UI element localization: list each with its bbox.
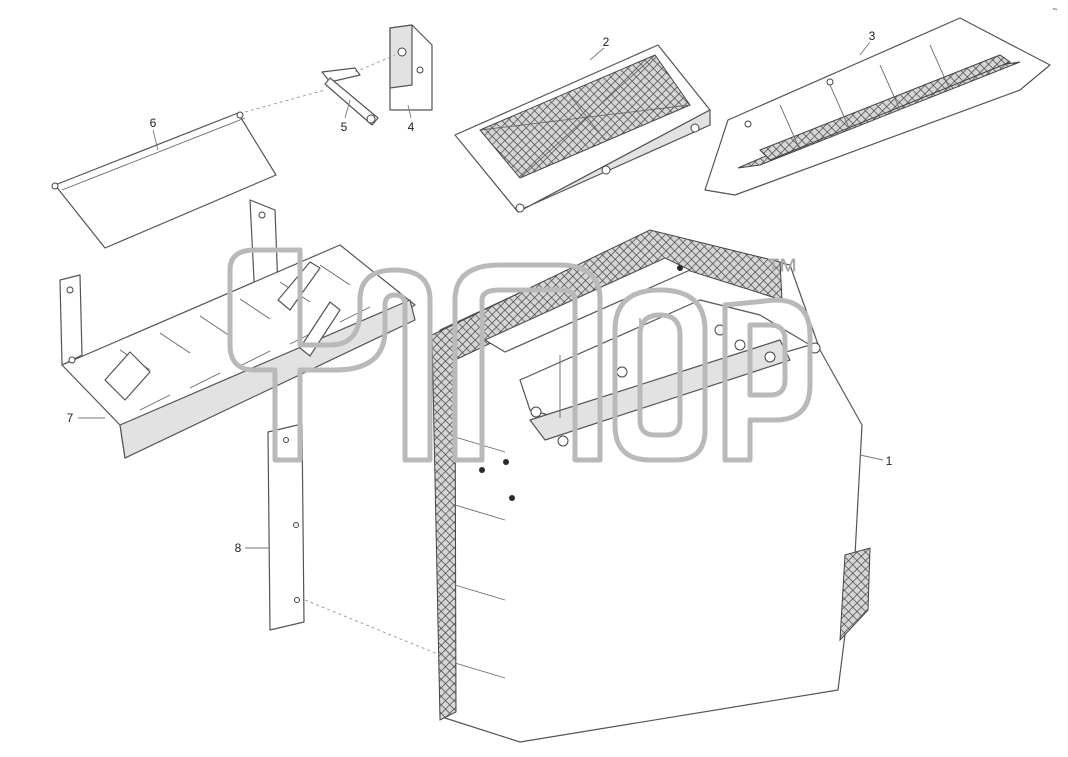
part-4-bracket — [389, 24, 433, 111]
part-5-handle — [321, 67, 379, 126]
part-2-filter — [454, 44, 711, 213]
callout-4: 4 — [408, 120, 415, 134]
callout-6: 6 — [150, 116, 157, 130]
part-8-plate — [267, 423, 305, 631]
part-6-flap — [51, 111, 277, 249]
callout-3: 3 — [869, 29, 876, 43]
part-3-duct — [704, 17, 1051, 196]
corner-mark: ~ — [1052, 4, 1057, 14]
callout-2: 2 — [603, 35, 610, 49]
watermark-trademark: ™ — [765, 252, 799, 290]
callout-labels: 1 2 3 4 5 6 7 8 ~ — [67, 4, 1058, 555]
part-1-housing — [431, 229, 871, 743]
watermark-logo: ™ — [227, 247, 813, 463]
callout-1: 1 — [886, 454, 893, 468]
callout-8: 8 — [235, 541, 242, 555]
leader-lines — [78, 41, 884, 656]
callout-5: 5 — [341, 120, 348, 134]
callout-7: 7 — [67, 411, 74, 425]
